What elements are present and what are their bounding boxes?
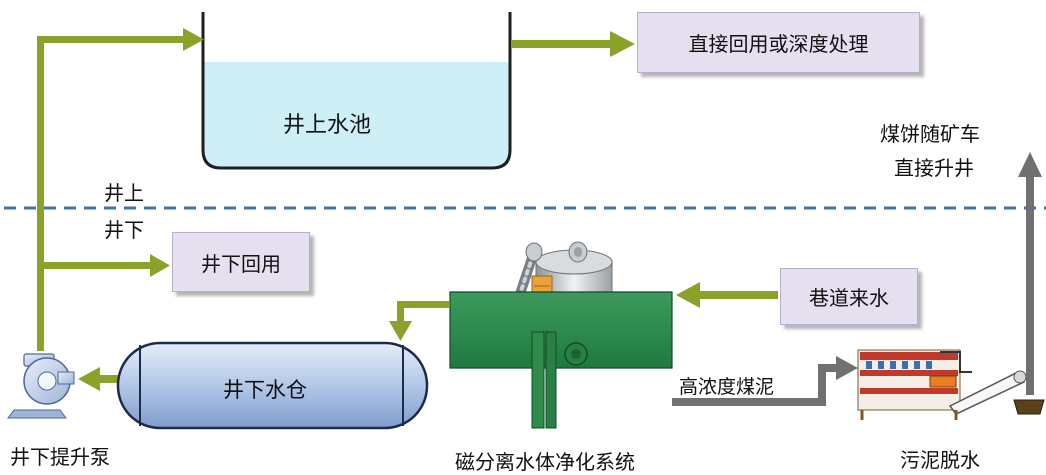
surface-pool-label: 井上水池 [283,113,372,138]
sludge-flow-arrow [672,356,858,406]
sludge-dewatering-label: 污泥脱水 [900,448,980,472]
high-concentration-sludge-label: 高浓度煤泥 [679,376,775,398]
cake-to-surface-line1: 煤饼随矿车 [880,122,980,146]
surface-label: 井上 [104,181,144,205]
magnetic-purifier-icon [449,241,673,429]
roadway-water-box: 巷道来水 [780,268,918,325]
water-flow-arrows [37,28,778,391]
underground-reuse-box: 井下回用 [172,232,310,292]
sump-tank [116,341,429,430]
underground-label: 井下 [104,218,144,242]
cake-to-surface-line2: 直接升井 [894,156,974,180]
sump-label: 井下水仓 [223,378,307,402]
filter-press-icon [857,349,1045,420]
lift-pump-label: 井下提升泵 [10,445,110,469]
cake-up-arrow [1018,152,1042,395]
reuse-or-treatment-box: 直接回用或深度处理 [637,12,920,73]
magnetic-purifier-label: 磁分离水体净化系统 [455,450,635,474]
lift-pump-icon [7,353,75,419]
surface-pool [201,12,512,170]
